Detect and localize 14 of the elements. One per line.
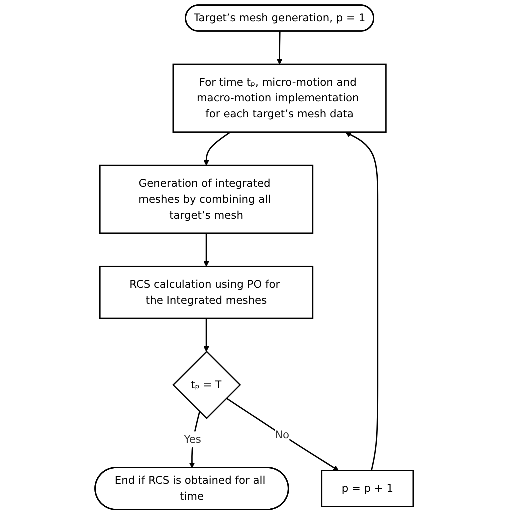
edge-label: Yes xyxy=(184,432,202,446)
arrow xyxy=(189,412,201,468)
node-box: Generation of integrated meshes by combining all target’s mesh xyxy=(100,164,314,234)
node-box: p = p + 1 xyxy=(321,470,414,508)
arrow xyxy=(346,132,379,471)
node-diamond: tₚ = T xyxy=(172,350,242,420)
arrow xyxy=(204,318,210,352)
arrow xyxy=(277,32,283,65)
node-box: For time tₚ, micro-motion and macro-motion implementation for each target’s mesh data xyxy=(172,64,387,133)
arrow xyxy=(204,233,210,267)
arrow xyxy=(226,398,340,472)
arrow xyxy=(204,132,232,166)
edge-label: No xyxy=(275,428,290,442)
node-box: RCS calculation using PO for the Integrated meshes xyxy=(100,266,314,320)
